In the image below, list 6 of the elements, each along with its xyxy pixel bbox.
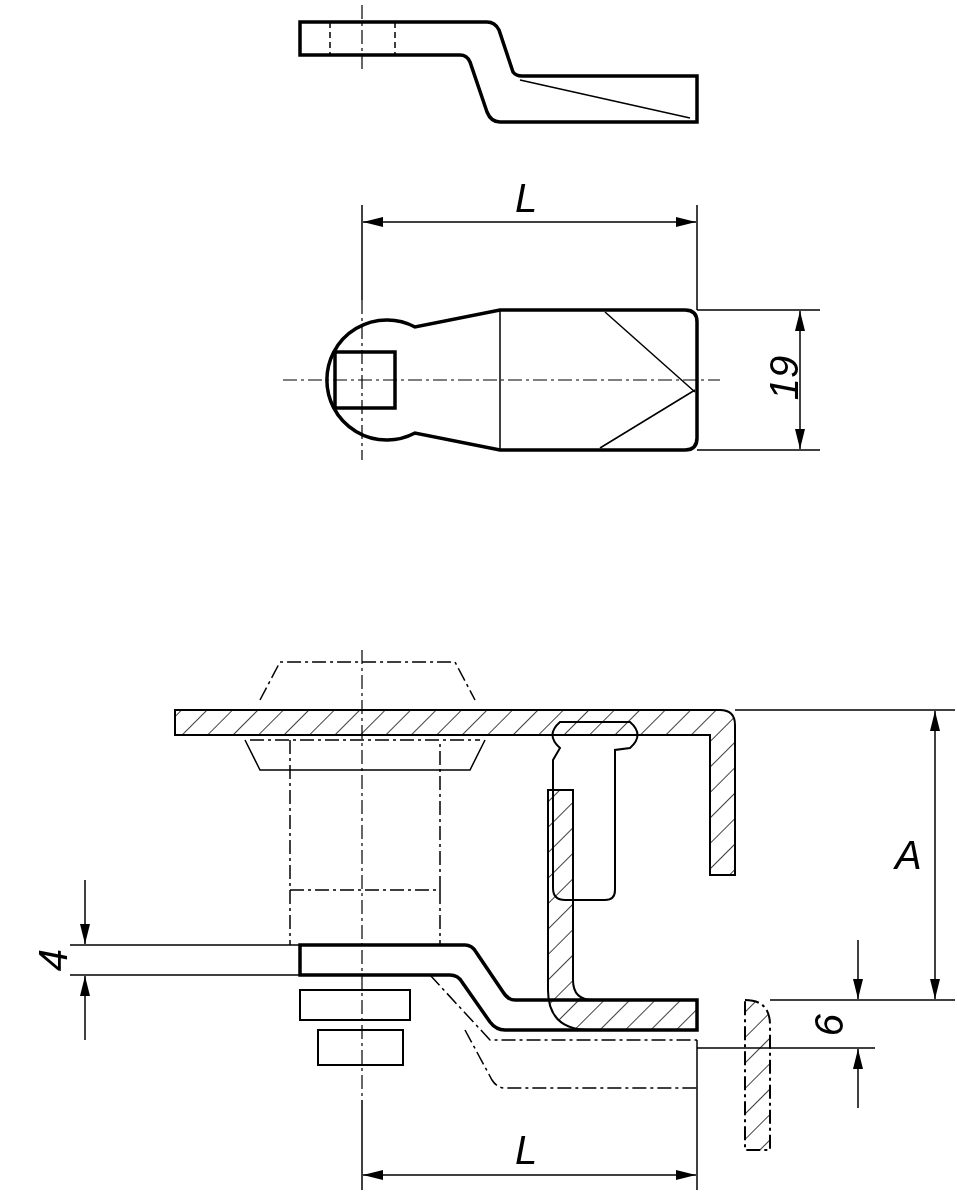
dimension-label: A: [895, 835, 922, 875]
dimension-label: 4: [33, 948, 74, 972]
dimension-label: 6: [809, 1013, 850, 1037]
dimension-label: L: [515, 1130, 538, 1170]
dimension-label: 19: [764, 355, 805, 401]
dimension-label: L: [515, 178, 538, 218]
